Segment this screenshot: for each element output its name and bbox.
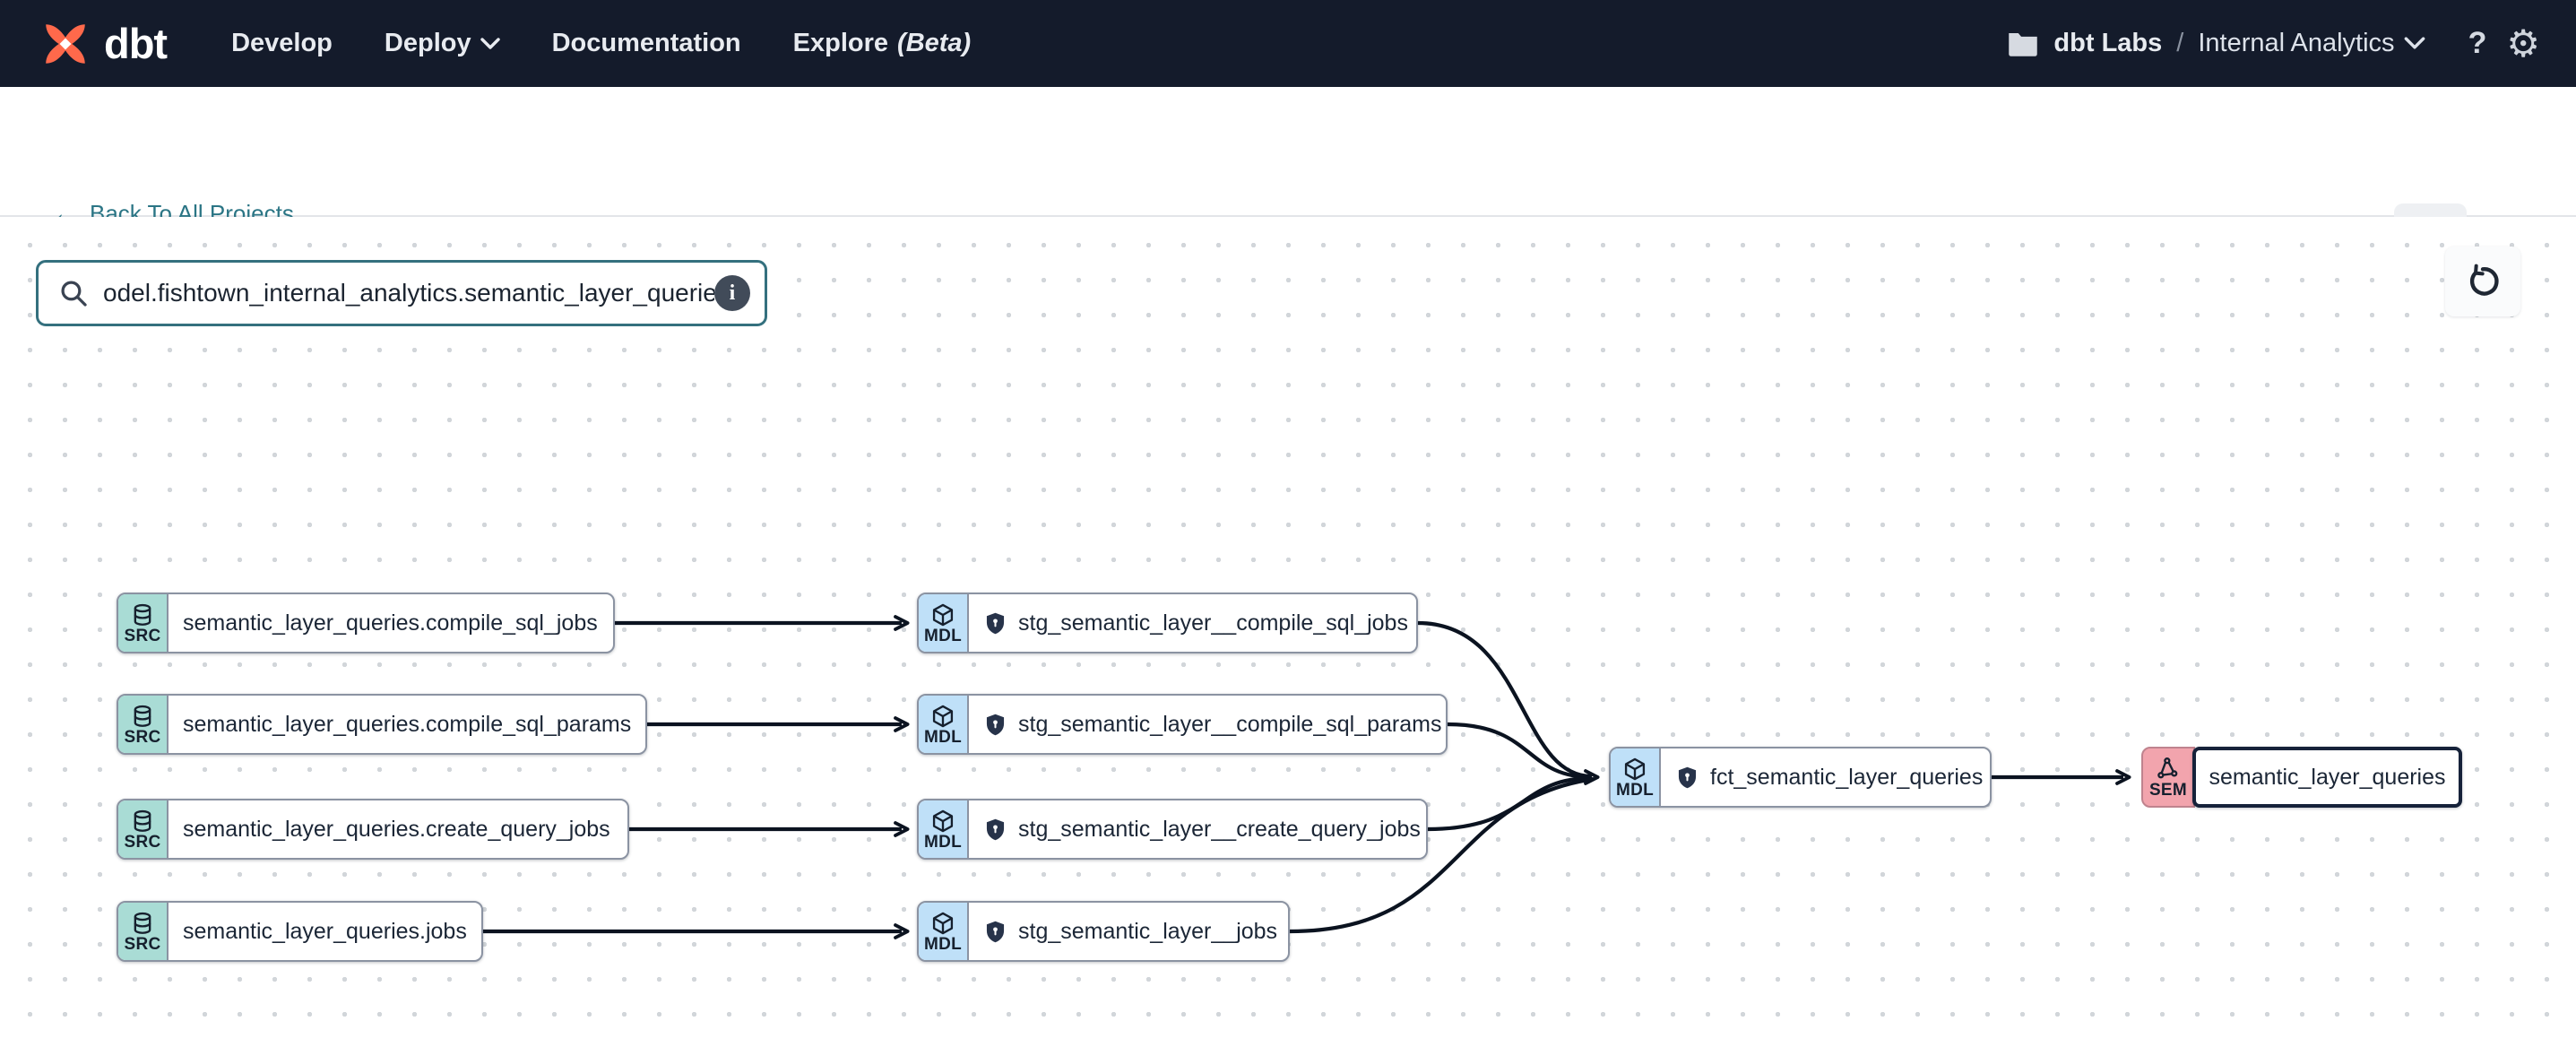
nav-item-deploy[interactable]: Deploy (385, 29, 500, 58)
node-label: semantic_layer_queries.compile_sql_jobs (183, 610, 598, 636)
node-model-stg-jobs[interactable]: MDL stg_semantic_layer__jobs (917, 901, 1290, 962)
nav-item-develop[interactable]: Develop (231, 29, 333, 57)
search-value: odel.fishtown_internal_analytics.semanti… (103, 279, 714, 307)
top-nav: dbt Develop Deploy Documentation Explore… (0, 0, 2576, 87)
page-header: ← Back To All Projects Internal Analytic… (0, 87, 2576, 273)
node-label: stg_semantic_layer__jobs (1018, 918, 1278, 944)
project-switcher[interactable]: Internal Analytics (2198, 29, 2425, 58)
badge-label: SRC (124, 832, 161, 852)
node-source-compile-sql-jobs[interactable]: SRC semantic_layer_queries.compile_sql_j… (117, 593, 615, 653)
nav-item-documentation[interactable]: Documentation (551, 29, 741, 57)
org-name: dbt Labs (2053, 29, 2163, 57)
lineage-search-input[interactable]: odel.fishtown_internal_analytics.semanti… (36, 260, 767, 326)
node-source-create-query-jobs[interactable]: SRC semantic_layer_queries.create_query_… (117, 799, 629, 860)
shield-lock-icon (983, 920, 1007, 944)
node-model-stg-compile-sql-params[interactable]: MDL stg_semantic_layer__compile_sql_para… (917, 694, 1448, 755)
account-breadcrumb: dbt Labs / Internal Analytics (2007, 29, 2425, 58)
database-icon (130, 809, 155, 834)
reset-icon (2465, 264, 2501, 299)
node-label: fct_semantic_layer_queries (1710, 764, 1984, 790)
cube-icon (1622, 757, 1647, 782)
badge-label: SEM (2148, 780, 2188, 800)
cube-icon (930, 704, 955, 729)
dbt-logo-icon (39, 18, 91, 70)
breadcrumb-separator: / (2176, 29, 2184, 57)
node-label: semantic_layer_queries (2209, 764, 2446, 790)
badge-label: MDL (923, 832, 963, 852)
node-source-compile-sql-params[interactable]: SRC semantic_layer_queries.compile_sql_p… (117, 694, 647, 755)
node-source-jobs[interactable]: SRC semantic_layer_queries.jobs (117, 901, 483, 962)
database-icon (130, 704, 155, 729)
badge-label: MDL (923, 626, 963, 645)
node-model-fct-semantic-layer-queries[interactable]: MDL fct_semantic_layer_queries (1609, 747, 1992, 808)
help-icon[interactable]: ? (2468, 26, 2487, 60)
node-label: semantic_layer_queries.jobs (183, 918, 467, 944)
shield-lock-icon (983, 611, 1007, 636)
chevron-down-icon (480, 37, 500, 50)
brand-name: dbt (104, 20, 168, 67)
cube-icon (930, 602, 955, 627)
badge-label: SRC (124, 934, 161, 954)
badge-label: MDL (923, 934, 963, 954)
database-icon (130, 911, 155, 936)
nav-right: dbt Labs / Internal Analytics ? ⚙ (2007, 22, 2540, 65)
shield-lock-icon (983, 713, 1007, 737)
cube-icon (930, 911, 955, 936)
database-icon (130, 602, 155, 627)
explore-beta-tag: (Beta) (897, 29, 972, 57)
cube-icon (930, 809, 955, 834)
reset-view-button[interactable] (2445, 247, 2520, 316)
shield-lock-icon (1675, 766, 1699, 790)
dbt-logo[interactable]: dbt (39, 18, 168, 70)
badge-label: SRC (124, 727, 161, 747)
node-model-stg-create-query-jobs[interactable]: MDL stg_semantic_layer__create_query_job… (917, 799, 1428, 860)
folder-icon (2007, 30, 2039, 57)
chevron-down-icon (2404, 37, 2425, 50)
node-label: stg_semantic_layer__compile_sql_params (1018, 711, 1442, 737)
node-label: stg_semantic_layer__create_query_jobs (1018, 816, 1421, 842)
node-label: semantic_layer_queries.create_query_jobs (183, 816, 610, 842)
shield-lock-icon (983, 818, 1007, 842)
node-label: stg_semantic_layer__compile_sql_jobs (1018, 610, 1408, 636)
nav-item-explore[interactable]: Explore (Beta) (792, 29, 972, 57)
node-model-stg-compile-sql-jobs[interactable]: MDL stg_semantic_layer__compile_sql_jobs (917, 593, 1418, 653)
semantic-network-icon (2156, 757, 2181, 782)
badge-label: MDL (1615, 780, 1655, 800)
nav-menu: Develop Deploy Documentation Explore (Be… (231, 29, 971, 58)
node-semantic-model-semantic-layer-queries[interactable]: SEM semantic_layer_queries (2141, 747, 2462, 808)
info-icon[interactable]: i (714, 275, 750, 311)
badge-label: SRC (124, 626, 161, 645)
badge-label: MDL (923, 727, 963, 747)
search-icon (58, 278, 89, 308)
node-label: semantic_layer_queries.compile_sql_param… (183, 711, 632, 737)
gear-icon[interactable]: ⚙ (2506, 22, 2540, 65)
